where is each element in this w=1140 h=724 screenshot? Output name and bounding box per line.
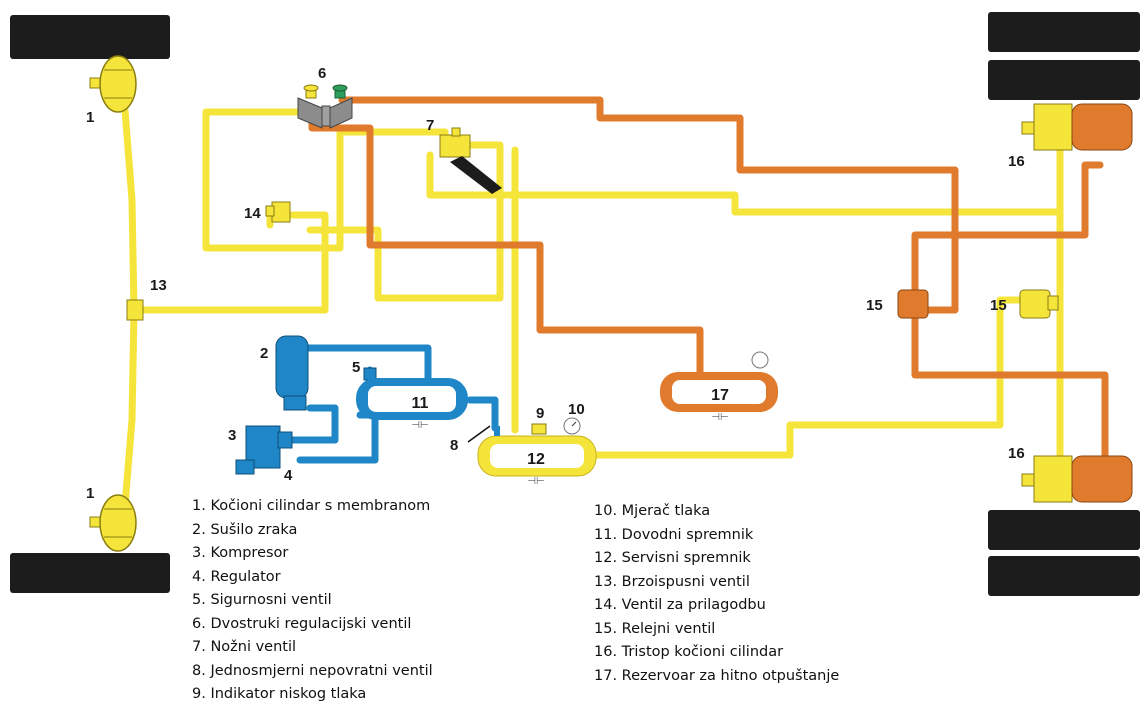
callout-1-bottom: 1 (86, 485, 94, 502)
tires (10, 12, 1140, 596)
callout-9: 9 (536, 405, 544, 422)
callout-10: 10 (568, 401, 585, 418)
tire-front-left-bottom (10, 553, 170, 593)
legend-item: 2. Sušilo zraka (192, 521, 298, 538)
legend-right: 10. Mjerač tlaka 11. Dovodni spremnik 12. … (594, 500, 839, 688)
legend-item: 5. Sigurnosni ventil (192, 592, 332, 608)
callout-15-left: 15 (866, 297, 883, 314)
callout-15-right: 15 (990, 297, 1007, 314)
brake-chamber-front-bottom (89, 494, 137, 552)
legend-item: 13. Brzoispusni ventil (594, 573, 750, 590)
proportioning-valve (265, 201, 291, 223)
dual-control-valve (297, 84, 353, 129)
tank-11-label: 11 (412, 395, 429, 412)
callout-1-top: 1 (86, 109, 94, 126)
legend-item: 7. Nožni ventil (192, 639, 297, 655)
callout-5: 5 (352, 359, 360, 376)
callout-4: 4 (284, 467, 293, 484)
tire-rear-right-top-1 (988, 12, 1140, 52)
legend-item: 14. Ventil za prilagodbu (594, 597, 766, 613)
callout-7: 7 (426, 117, 434, 134)
emergency-air-lines (308, 96, 1109, 474)
brake-chamber-front-top (89, 55, 137, 113)
relay-valve-left (897, 289, 929, 319)
tire-rear-right-bottom-2 (988, 556, 1140, 596)
tank-12-label: 12 (527, 451, 545, 468)
tire-front-left-top (10, 15, 170, 59)
air-dryer (275, 335, 309, 411)
callout-3: 3 (228, 427, 236, 444)
callout-14: 14 (244, 205, 261, 222)
tire-rear-right-top-2 (988, 60, 1140, 100)
service-tank: 12 ⊣⊢ (477, 417, 597, 487)
legend-item: 11. Dovodni spremnik (594, 526, 754, 543)
check-valve-arrow (467, 425, 491, 443)
tank-17-label: 17 (711, 387, 729, 404)
foot-valve (439, 127, 502, 194)
callout-6: 6 (318, 65, 326, 82)
relay-valve-right (1019, 289, 1059, 319)
tristop-chamber-bottom (1021, 455, 1133, 503)
legend-item: 9. Indikator niskog tlaka (192, 686, 367, 702)
legend-item: 17. Rezervoar za hitno otpuštanje (594, 667, 840, 684)
legend-item: 3. Kompresor (192, 545, 289, 561)
drain-icon: ⊣⊢ (411, 420, 428, 431)
drain-icon: ⊣⊢ (527, 476, 544, 487)
legend-item: 1. Kočioni cilindar s membranom (192, 498, 431, 514)
compressor (235, 425, 293, 475)
quick-release-valve (126, 299, 144, 321)
legend-item: 6. Dvostruki regulacijski ventil (192, 615, 412, 632)
service-air-lines (121, 106, 1064, 509)
callout-2: 2 (260, 345, 268, 362)
supply-tank: 11 ⊣⊢ (356, 378, 468, 431)
callout-8: 8 (450, 437, 458, 454)
legend-item: 10. Mjerač tlaka (594, 503, 711, 519)
tire-rear-right-bottom-1 (988, 510, 1140, 550)
legend-item: 12. Servisni spremnik (594, 550, 751, 566)
callout-numbers: 1 1 2 3 4 5 6 7 8 9 10 13 14 15 15 16 16 (86, 65, 1025, 502)
emergency-release-tank: 17 ⊣⊢ (660, 351, 778, 423)
callout-13: 13 (150, 277, 167, 294)
legend-item: 16. Tristop kočioni cilindar (594, 644, 784, 660)
callout-16-bottom: 16 (1008, 445, 1025, 462)
legend-item: 8. Jednosmjerni nepovratni ventil (192, 662, 433, 679)
tristop-chamber-top (1021, 103, 1133, 151)
drain-icon: ⊣⊢ (711, 412, 728, 423)
legend-item: 4. Regulator (192, 568, 281, 585)
legend-left: 1. Kočioni cilindar s membranom 2. Sušilo… (192, 495, 433, 707)
callout-16-top: 16 (1008, 153, 1025, 170)
legend-item: 15. Relejni ventil (594, 620, 716, 637)
